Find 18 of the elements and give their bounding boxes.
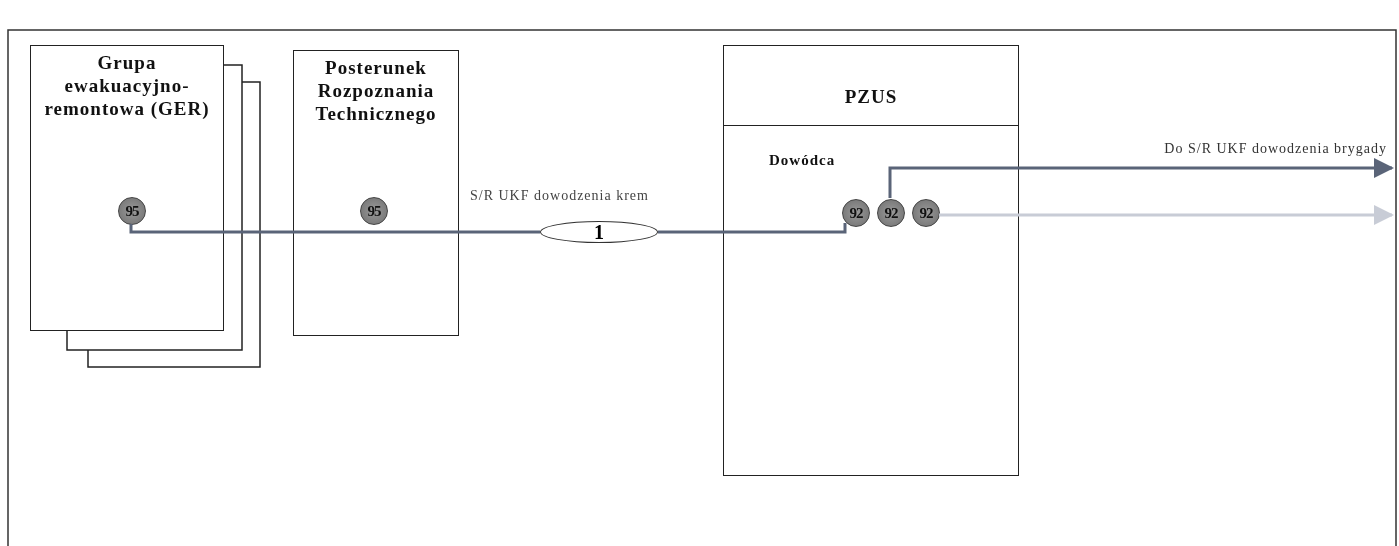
arrow <box>939 205 1394 225</box>
unit-name: Posterunek Rozpoznania Technicznego <box>314 57 438 126</box>
edge-label: Do S/R UKF dowodzenia brygady <box>1162 141 1389 157</box>
unit-panel <box>723 45 1019 476</box>
connector-line <box>129 224 540 234</box>
unit-box <box>293 50 459 336</box>
unit-box <box>30 45 224 331</box>
connector-line <box>658 223 847 234</box>
panel-title: PZUS <box>843 86 899 108</box>
radio-station-circle: 92 <box>842 199 870 227</box>
role-label: Dowódca <box>769 152 836 169</box>
radio-station-circle: 95 <box>360 197 388 225</box>
radio-station-circle: 92 <box>912 199 940 227</box>
arrow <box>888 158 1394 198</box>
radio-station-circle: 95 <box>118 197 146 225</box>
unit-name: Grupa ewakuacyjno-remontowa (GER) <box>43 52 211 121</box>
radio-net-ellipse: 1 <box>540 221 658 243</box>
radio-station-circle: 92 <box>877 199 905 227</box>
